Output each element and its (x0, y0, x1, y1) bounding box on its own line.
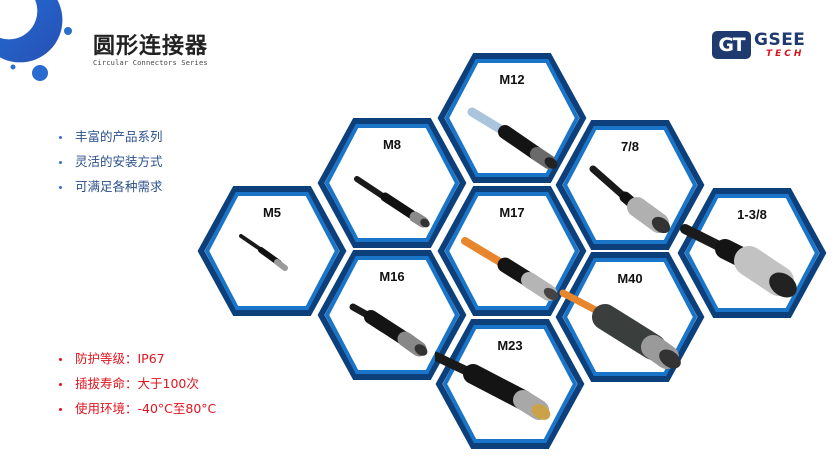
1-3-8-connector-image (680, 224, 797, 298)
hexagon-frame (197, 186, 347, 316)
spec-item: 防护等级：IP67 (55, 350, 216, 375)
connector-tile-7-8: 7/8 (555, 119, 705, 251)
hexagon-frame (317, 250, 467, 380)
bullet-icon (59, 186, 62, 189)
connector-label: M23 (497, 338, 523, 353)
connector-label: M40 (617, 271, 643, 286)
m17-connector-image (461, 237, 559, 301)
feature-item: 丰富的产品系列 (55, 128, 163, 153)
connector-tile-m5: M5 (197, 185, 347, 317)
m8-connector-image (354, 176, 430, 228)
logo-name: GSEE (754, 30, 806, 50)
logo-mark: GT (712, 31, 751, 59)
bullet-icon (59, 161, 62, 164)
m12-connector-image (467, 107, 558, 169)
company-logo: GT GSEE TECH (712, 30, 822, 61)
connector-label: M16 (379, 269, 405, 284)
connector-tile-m40: M40 (555, 251, 705, 383)
bullet-icon (59, 383, 62, 386)
decorative-circles (0, 0, 72, 81)
m16-connector-image (349, 303, 428, 357)
7-8-connector-image (589, 165, 671, 234)
page-subtitle: Circular Connectors Series (93, 59, 208, 67)
m40-connector-image (559, 289, 681, 369)
bullet-icon (59, 408, 62, 411)
feature-item: 可满足各种需求 (55, 178, 163, 203)
page-title: 圆形连接器 (93, 34, 209, 59)
connector-tile-m16: M16 (317, 249, 467, 381)
hexagon-frame (437, 53, 587, 183)
spec-item: 插拔寿命：大于100次 (55, 375, 216, 400)
connector-label: 1-3/8 (737, 207, 767, 222)
hexagon-frame (317, 118, 467, 248)
bullet-icon (59, 358, 62, 361)
feature-list: 丰富的产品系列 灵活的安装方式 可满足各种需求 (55, 128, 163, 203)
connector-tile-m23: M23 (435, 318, 585, 450)
feature-item: 灵活的安装方式 (55, 153, 163, 178)
bullet-icon (59, 136, 62, 139)
connector-tile-m17: M17 (437, 185, 587, 317)
connector-label: M17 (499, 205, 525, 220)
spec-item: 使用环境：-40°C至80°C (55, 400, 216, 425)
m5-connector-image (239, 234, 288, 271)
logo-tagline: TECH (766, 49, 805, 59)
connector-label: M8 (382, 137, 402, 152)
spec-list: 防护等级：IP67 插拔寿命：大于100次 使用环境：-40°C至80°C (55, 350, 216, 425)
connector-tile-1-3-8: 1-3/8 (677, 187, 827, 319)
connector-tile-m12: M12 (437, 52, 587, 184)
connector-label: M5 (262, 205, 282, 220)
connector-label: M12 (499, 72, 525, 87)
connector-label: 7/8 (620, 139, 640, 154)
hexagon-frame (437, 186, 587, 316)
connector-tile-m8: M8 (317, 117, 467, 249)
m23-connector-image (435, 351, 551, 420)
